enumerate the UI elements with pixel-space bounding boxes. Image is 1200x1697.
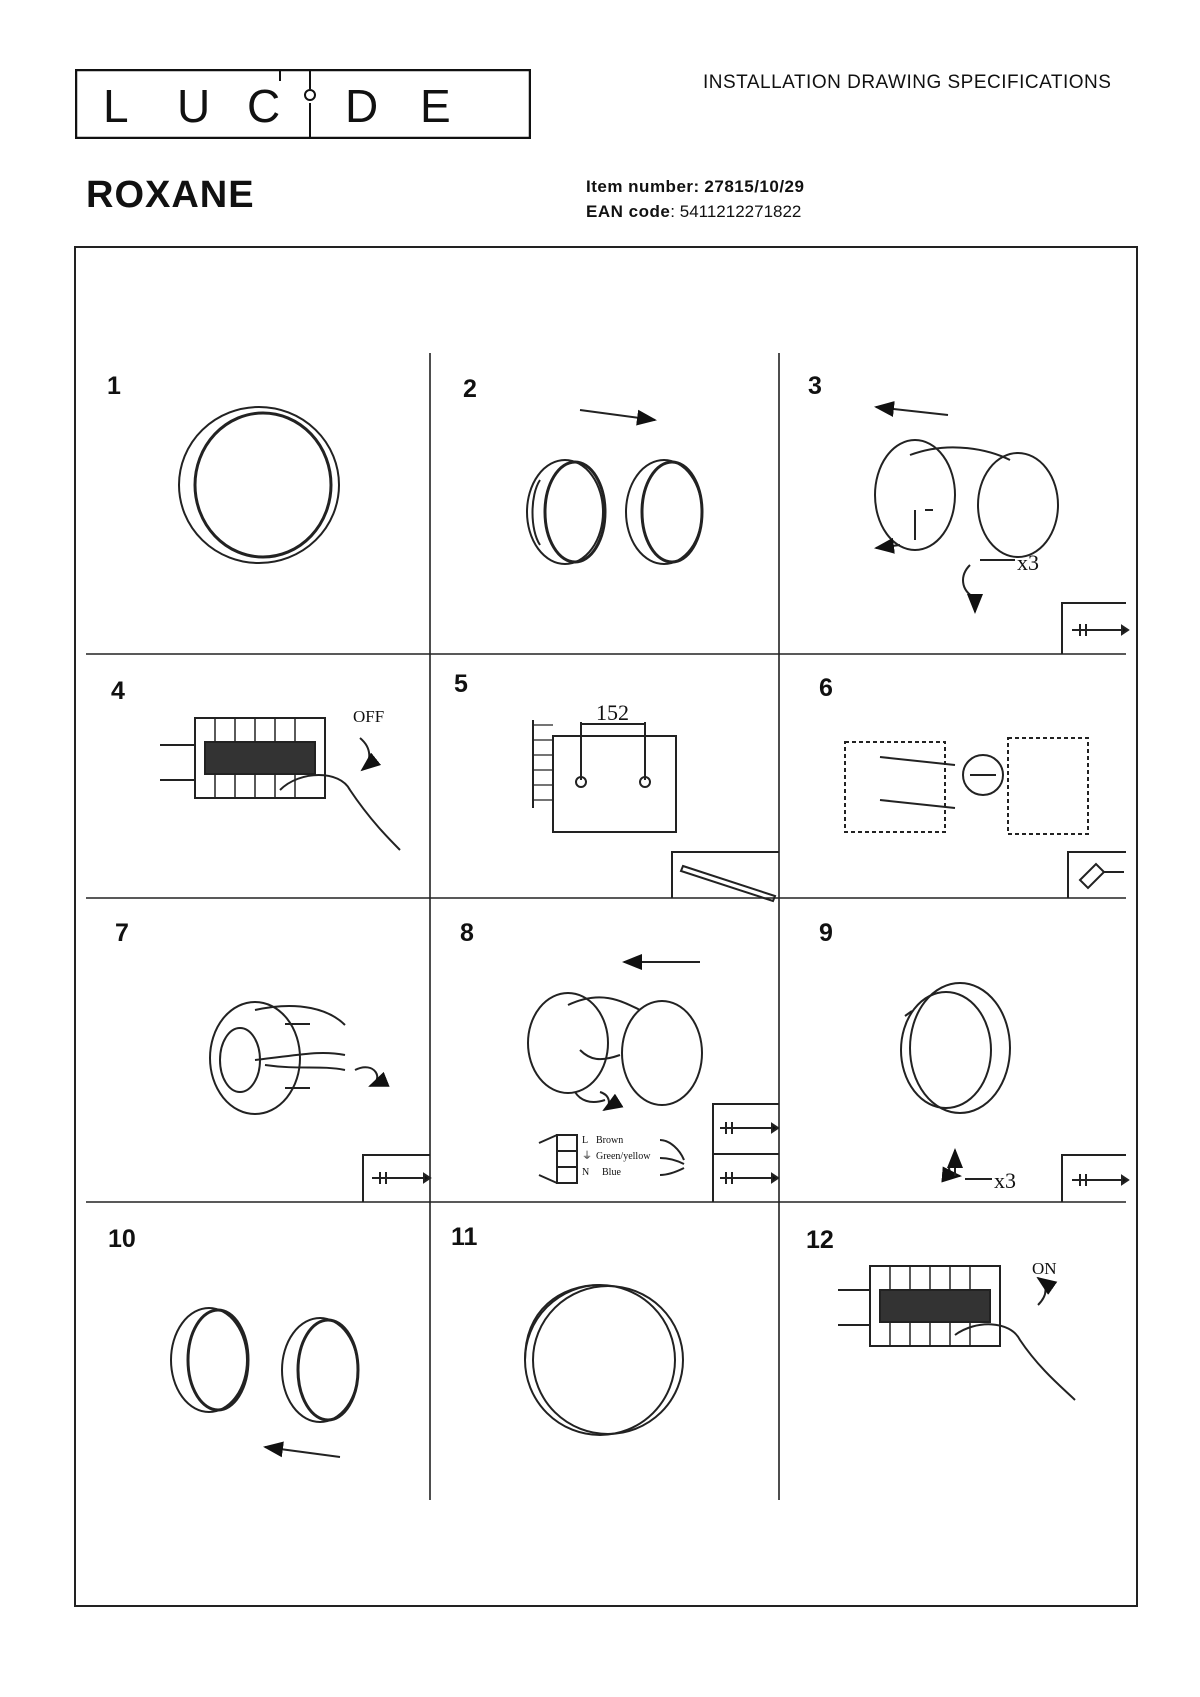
step-3-number: 3 [808,372,822,400]
screwdriver-icon [720,1122,780,1184]
step-4-drawing: OFF [160,707,401,851]
step-12-number: 12 [806,1226,834,1254]
lucide-logo: L U C E D [75,69,531,139]
step-6-number: 6 [819,674,833,702]
step-10-number: 10 [108,1225,136,1253]
screwdriver-icon [1072,1174,1130,1186]
step-2-drawing [526,409,704,565]
step-2-number: 2 [463,375,477,403]
product-codes: Item number: 27815/10/29 EAN code: 54112… [586,174,804,224]
logo-letter-l: L [103,80,129,132]
step-8-number: 8 [460,919,474,947]
step-7-number: 7 [115,919,129,947]
wire-blue-label: Blue [602,1167,621,1178]
wire-green-yellow-label: Green/yellow [596,1151,651,1162]
ean-value: : 5411212271822 [670,202,802,221]
step-8-drawing: L Brown ⏚ Green/yellow N Blue [527,954,780,1202]
step-11-number: 11 [451,1223,478,1251]
step-5-dimension: 152 [596,700,629,725]
step-12-on-label: ON [1032,1259,1057,1278]
step-9-drawing: x3 [900,982,1130,1202]
step-6-drawing [844,737,1126,898]
step-9-number: 9 [819,919,833,947]
step-12-drawing: ON [838,1259,1076,1401]
pencil-icon [679,864,777,903]
wire-brown-label: Brown [596,1135,623,1146]
logo-letter-c: C [247,80,280,132]
step-1-lamp-drawing [178,406,340,564]
wire-earth-terminal: ⏚ [582,1150,592,1162]
step-7-drawing [209,1001,432,1202]
screwdriver-icon [372,1172,432,1184]
step-3-drawing: x3 [874,401,1130,654]
document-type: INSTALLATION DRAWING SPECIFICATIONS [703,72,1112,93]
screwdriver-icon [1072,624,1130,636]
drill-icon [1078,862,1124,890]
step-4-number: 4 [111,677,125,705]
step-4-off-label: OFF [353,707,384,726]
wire-n-terminal: N [582,1167,589,1178]
step-10-drawing [170,1307,360,1458]
ean-label: EAN code [586,202,671,221]
step-3-quantity: x3 [1017,550,1039,575]
step-5-number: 5 [454,670,468,698]
step-11-drawing [524,1284,684,1436]
product-name: ROXANE [86,174,255,216]
logo-letter-d: D [345,80,378,132]
step-5-drawing: 152 [532,700,779,903]
step-9-quantity: x3 [994,1168,1016,1193]
drawing-frame [74,246,1138,1607]
item-number-value: 27815/10/29 [704,177,805,196]
logo-letter-u: U [177,80,210,132]
step-1-number: 1 [107,372,121,400]
wire-l-terminal: L [582,1135,588,1146]
logo-letter-e: E [420,80,451,132]
item-number-label: Item number: [586,177,700,196]
